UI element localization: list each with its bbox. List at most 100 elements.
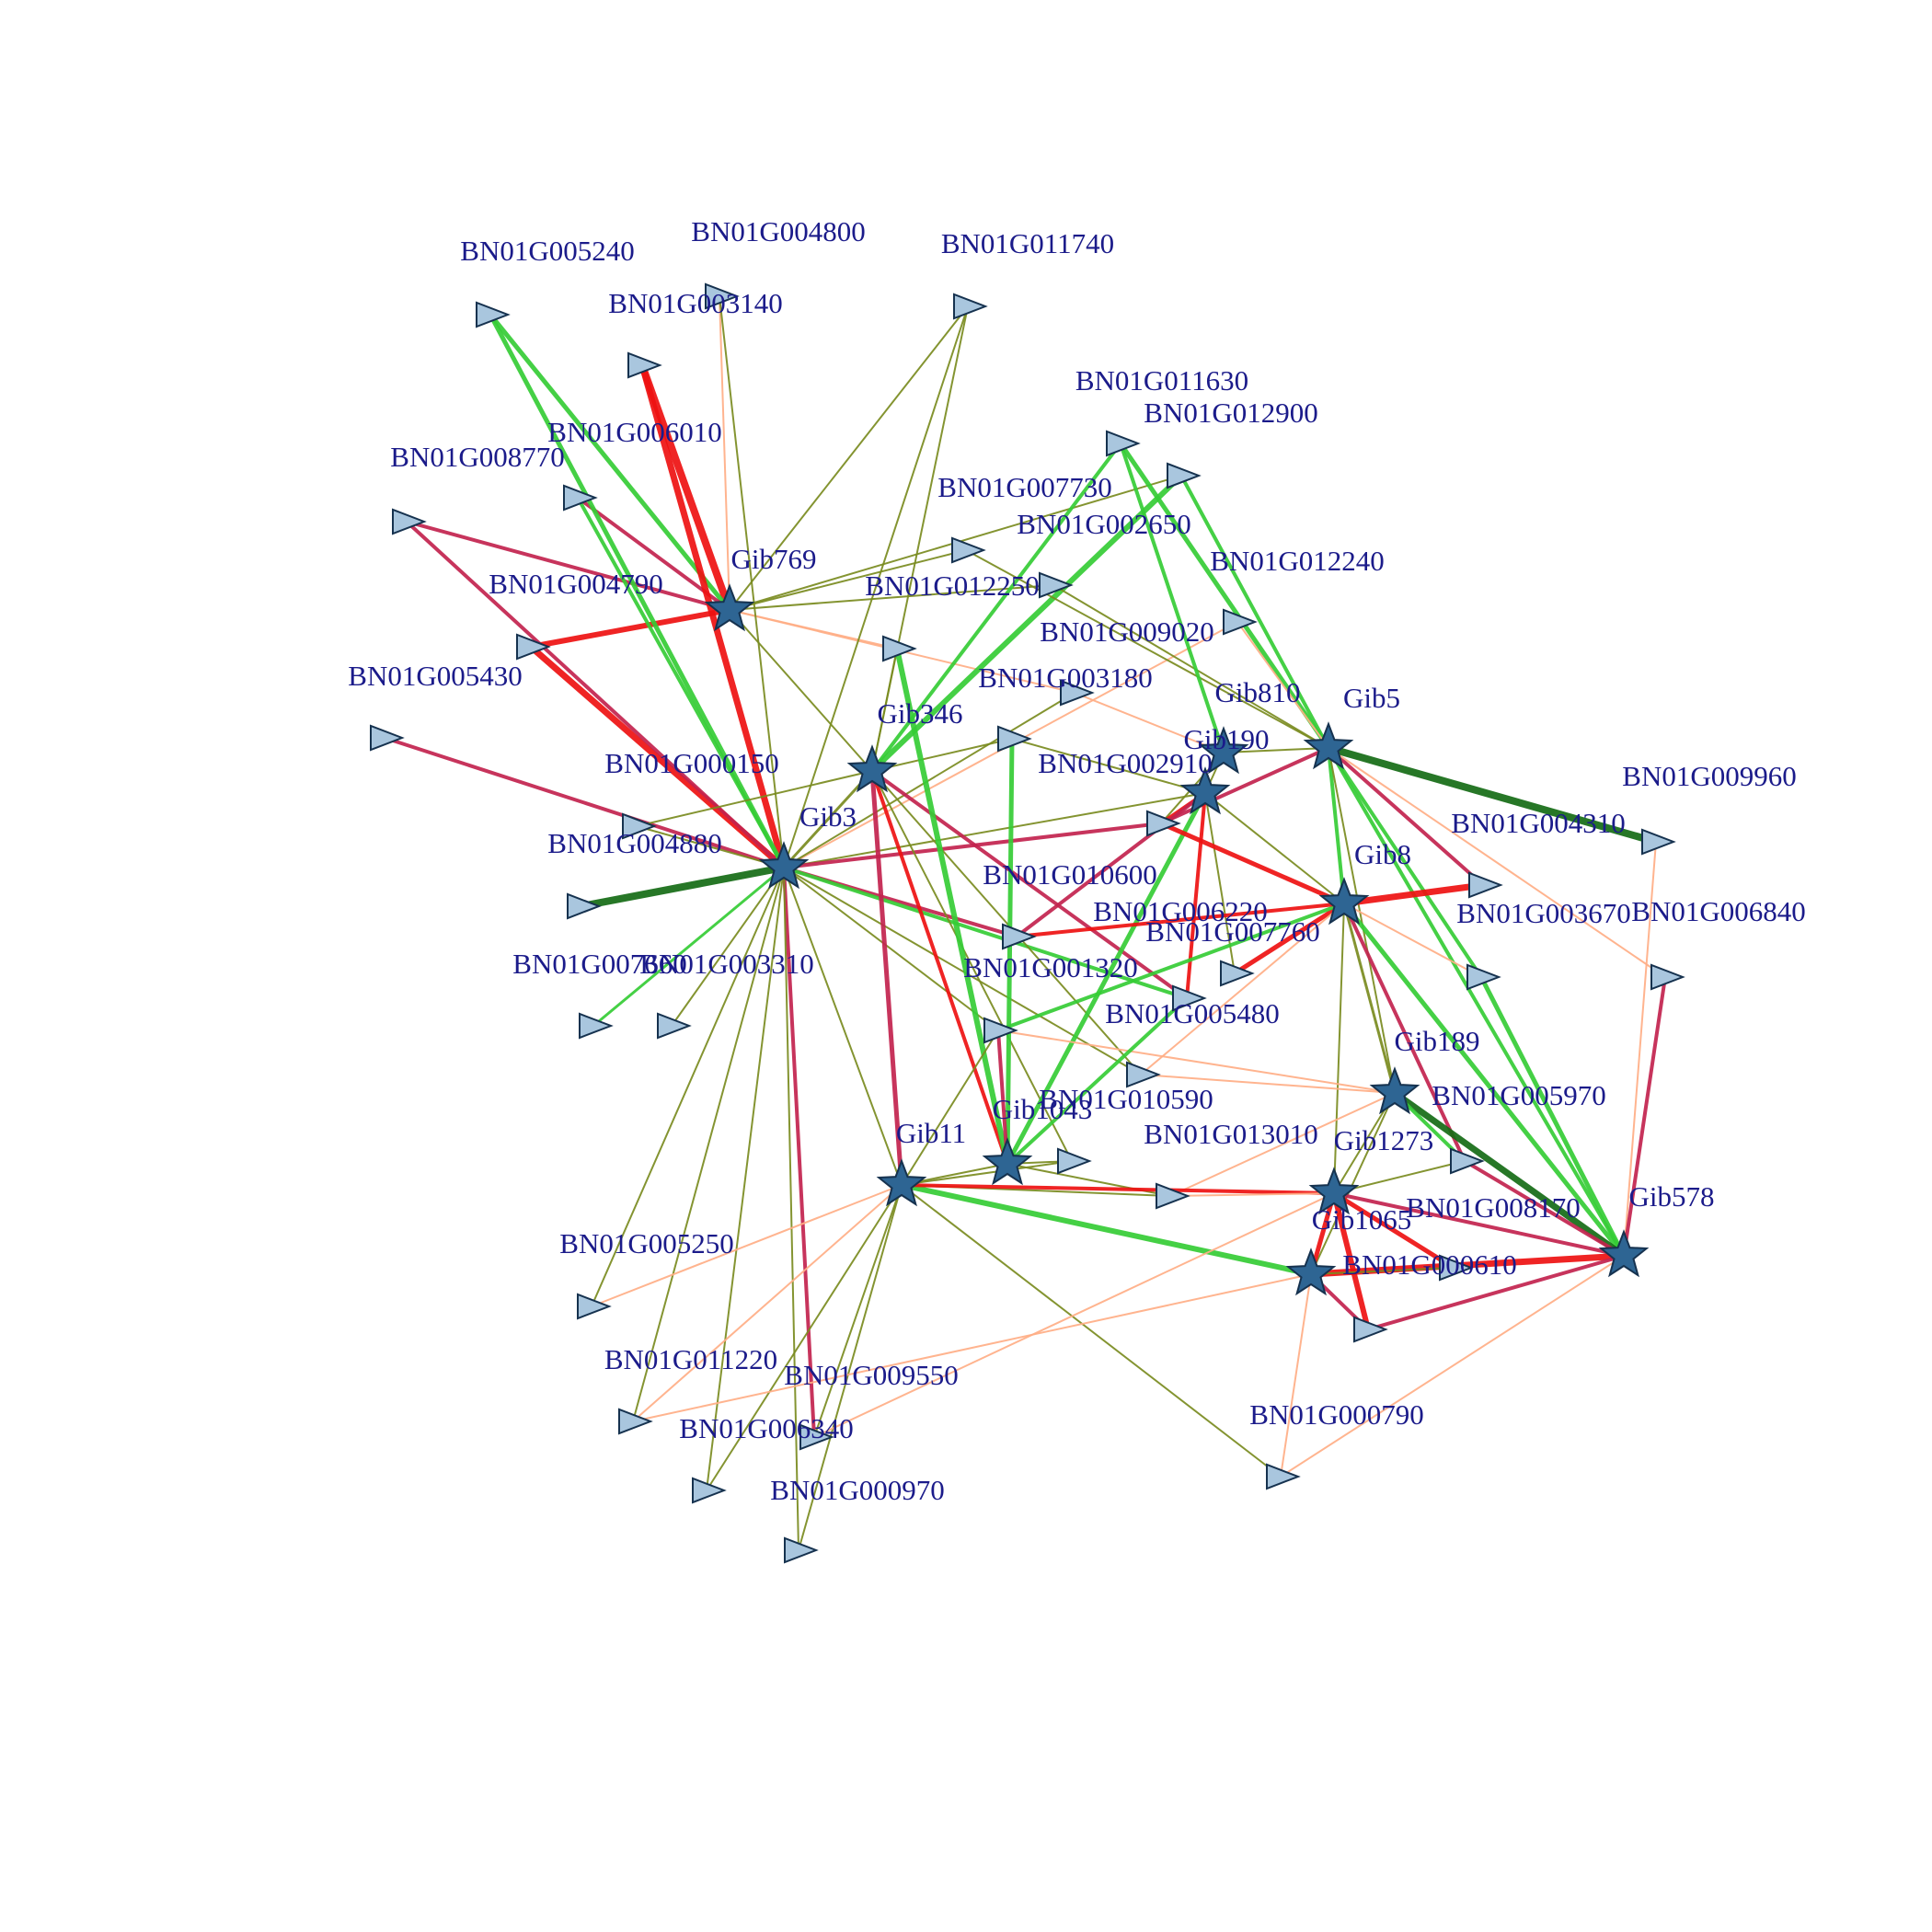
edge-Gib1043-BN01G007760 [1006,996,1189,1166]
edge-Gib1273-BN01G000610 [1331,1190,1371,1332]
node-label-Gib1273: Gib1273 [1334,1124,1434,1156]
edge-Gib5-BN01G012900 [1179,474,1330,750]
star-node-icon-Gib1065 [1285,1248,1337,1296]
triangle-node-icon-BN01G011630 [1106,430,1141,457]
node-label-BN01G008170: BN01G008170 [1406,1191,1580,1224]
edge-Gib8-BN01G003670 [1343,903,1482,978]
edge-Gib1065-BN01G008170 [1310,1267,1455,1275]
edge-Gib190-BN01G007760 [1185,791,1207,1000]
node-label-BN01G002910: BN01G002910 [1038,747,1212,779]
edge-Gib11-BN01G000790 [901,1184,1282,1478]
edge-Gib11-BN01G006340 [706,1184,903,1491]
edge-Gib810-BN01G011630 [1119,442,1225,754]
node-label-BN01G003310: BN01G003310 [639,948,813,980]
star-node-icon-Gib1273 [1308,1167,1360,1215]
triangle-node-icon-BN01G012240 [1223,608,1258,636]
triangle-node-icon-BN01G006340 [692,1477,727,1504]
node-label-Gib5: Gib5 [1343,682,1400,714]
edge-Gib3-BN01G001320 [783,867,999,1031]
node-label-Gib1043: Gib1043 [993,1093,1093,1125]
star-node-icon-Gib810 [1198,726,1249,775]
edge-Gib3-BN01G005430 [383,736,786,869]
edge-Gib3-BN01G000150 [636,825,785,868]
node-label-BN01G003140: BN01G003140 [608,287,782,319]
node-label-BN01G005430: BN01G005430 [348,660,522,692]
edge-Gib1043-BN01G012250 [894,646,1010,1167]
node-label-BN01G005970: BN01G005970 [1432,1079,1605,1111]
triangle-node-icon-BN01G004800 [705,282,740,310]
triangle-node-icon-BN01G001320 [983,1017,1018,1044]
edge-Gib3-BN01G005480 [783,867,1142,1075]
node-label-BN01G007660: BN01G007660 [512,948,686,980]
node-label-BN01G011630: BN01G011630 [1075,364,1248,397]
node-label-BN01G001320: BN01G001320 [963,951,1137,983]
triangle-node-icon-BN01G009960 [1641,828,1676,856]
edge-Gib8-BN01G006220 [1232,901,1347,976]
node-label-BN01G000150: BN01G000150 [604,747,778,779]
nodes-layer [370,282,1685,1564]
node-label-Gib1065: Gib1065 [1312,1203,1412,1236]
triangle-node-icon-BN01G008770 [392,508,427,535]
edge-Gib3-BN01G007660 [592,866,786,1028]
edge-Gib346-BN01G000150 [636,770,873,827]
node-label-Gib189: Gib189 [1395,1025,1480,1057]
edge-Gib578-BN01G005970 [1463,1159,1626,1258]
triangle-node-icon-BN01G005430 [370,724,405,752]
edge-Gib5-BN01G007730 [965,549,1329,749]
node-label-Gib578: Gib578 [1629,1180,1715,1213]
edge-Gib5-BN01G004310 [1327,746,1485,887]
triangle-node-icon-BN01G005970 [1450,1147,1485,1175]
node-label-BN01G007760: BN01G007760 [1145,915,1319,948]
edge-Gib346-BN01G011740 [871,305,969,772]
edge-Gib346-Gib1043 [870,769,1009,1166]
triangle-node-icon-BN01G005480 [1126,1061,1161,1088]
triangle-node-icon-BN01G005240 [476,301,511,328]
edge-Gib578-BN01G000610 [1366,1254,1626,1331]
edge-Gib578-BN01G009960 [1623,841,1657,1257]
node-label-BN01G003670: BN01G003670 [1456,897,1630,929]
triangle-node-icon-BN01G006010 [563,484,598,512]
triangle-node-icon-BN01G006840 [1650,963,1685,991]
triangle-node-icon-BN01G004880 [567,892,602,920]
star-node-icon-Gib11 [876,1158,927,1207]
node-label-BN01G008770: BN01G008770 [390,441,564,473]
edge-Gib8-BN01G002910 [1158,821,1347,906]
edge-Gib1273-BN01G008170 [1331,1190,1456,1271]
node-label-Gib3: Gib3 [799,800,857,833]
edge-Gib189-BN01G001320 [997,1029,1396,1094]
edge-Gib3-BN01G009020 [783,692,1075,868]
star-node-icon-Gib769 [704,583,755,632]
triangle-node-icon-BN01G005250 [577,1293,612,1320]
edge-Gib8-BN01G004310 [1340,881,1487,907]
node-label-BN01G000790: BN01G000790 [1249,1398,1423,1431]
node-label-Gib8: Gib8 [1354,838,1411,870]
edge-Gib190-BN01G010600 [1015,791,1207,938]
node-label-BN01G006220: BN01G006220 [1093,895,1267,927]
edge-Gib346-Gib11 [869,768,904,1188]
edge-Gib578-BN01G003670 [1478,974,1627,1259]
edge-Gib8-Gib1273 [1333,903,1345,1194]
node-label-BN01G011740: BN01G011740 [941,227,1114,259]
node-label-BN01G012240: BN01G012240 [1210,545,1384,577]
edge-Gib3-BN01G004880 [578,864,788,910]
edge-Gib5-BN01G012240 [1236,621,1329,749]
edge-Gib8-Gib189 [1342,902,1397,1095]
node-label-BN01G005480: BN01G005480 [1105,997,1279,1029]
triangle-node-icon-BN01G003180 [997,725,1032,753]
star-node-icon-Gib578 [1598,1229,1650,1278]
edge-Gib769-BN01G008770 [405,520,731,612]
node-label-Gib769: Gib769 [731,543,817,575]
edge-Gib810-BN01G009020 [1074,692,1225,753]
edge-Gib346-BN01G012900 [869,473,1184,774]
edge-Gib5-Gib189 [1328,747,1396,1094]
edge-Gib578-BN01G000790 [1280,1255,1625,1478]
triangle-node-icon-BN01G007760 [1172,984,1207,1012]
node-label-Gib190: Gib190 [1184,723,1270,755]
edge-Gib769-Gib346 [729,609,873,772]
edge-Gib769-BN01G005240 [488,312,732,613]
node-label-BN01G003180: BN01G003180 [978,661,1152,694]
edge-Gib3-BN01G003310 [671,867,785,1027]
edge-Gib1273-Gib578 [1332,1191,1626,1258]
triangle-node-icon-BN01G000970 [784,1536,819,1564]
edge-Gib769-BN01G004790 [528,607,732,650]
